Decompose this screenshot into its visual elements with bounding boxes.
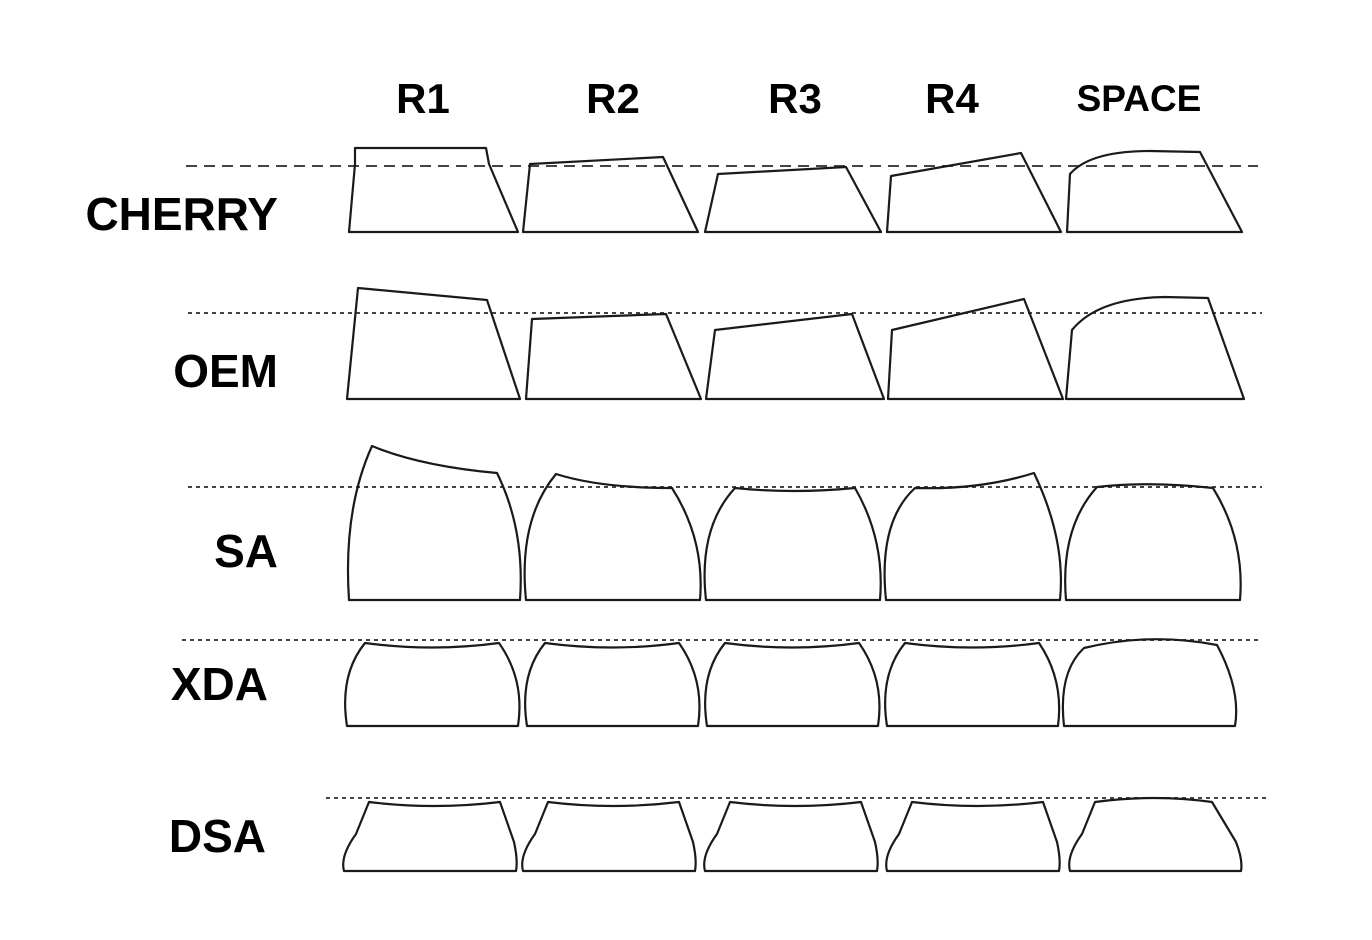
column-label-r4: R4: [925, 75, 979, 122]
row-label-oem: OEM: [173, 345, 278, 397]
row-label-dsa: DSA: [169, 810, 266, 862]
row-label-xda: XDA: [171, 658, 268, 710]
keycap-sa-r3: [703, 486, 882, 602]
keycap-oem-r2: [524, 312, 703, 401]
keycap-cherry-space: [1065, 149, 1244, 234]
keycap-xda-r4: [884, 641, 1061, 728]
keycap-sa-r4: [883, 471, 1063, 602]
keycap-oem-r3: [704, 312, 886, 401]
keycap-dsa-space: [1068, 796, 1243, 873]
keycap-cherry-r2: [521, 155, 700, 234]
column-label-space: SPACE: [1077, 78, 1202, 119]
keycap-sa-r2: [523, 472, 702, 602]
keycap-dsa-r3: [703, 800, 879, 873]
profile-row-sa: [346, 444, 1242, 602]
keycap-dsa-r1: [342, 800, 518, 873]
column-headers: R1 R2 R3 R4 SPACE: [396, 75, 1201, 122]
keycap-sa-space: [1064, 483, 1242, 602]
profile-row-dsa: [342, 796, 1243, 873]
profile-row-oem: [345, 286, 1246, 401]
row-labels: CHERRY OEM SA XDA DSA: [85, 188, 278, 862]
keycap-dsa-r2: [521, 800, 697, 873]
column-label-r3: R3: [768, 75, 822, 122]
profile-row-cherry: [347, 146, 1244, 234]
keycap-xda-r3: [704, 641, 881, 728]
column-label-r1: R1: [396, 75, 450, 122]
keycap-dsa-r4: [885, 800, 1061, 873]
keycap-cherry-r3: [703, 165, 883, 234]
keycap-oem-space: [1064, 295, 1246, 401]
keycap-cherry-r1: [347, 146, 520, 234]
keycap-xda-r1: [344, 641, 521, 728]
keycap-oem-r1: [345, 286, 522, 401]
keycap-xda-space: [1061, 638, 1238, 728]
keycap-oem-r4: [886, 297, 1065, 401]
keycap-cherry-r4: [885, 151, 1063, 234]
row-label-sa: SA: [214, 525, 278, 577]
reference-lines: [182, 165, 1266, 799]
keycap-xda-r2: [524, 641, 701, 728]
profile-row-xda: [344, 638, 1238, 728]
keycap-sa-r1: [346, 444, 522, 602]
column-label-r2: R2: [586, 75, 640, 122]
row-label-cherry: CHERRY: [85, 188, 278, 240]
